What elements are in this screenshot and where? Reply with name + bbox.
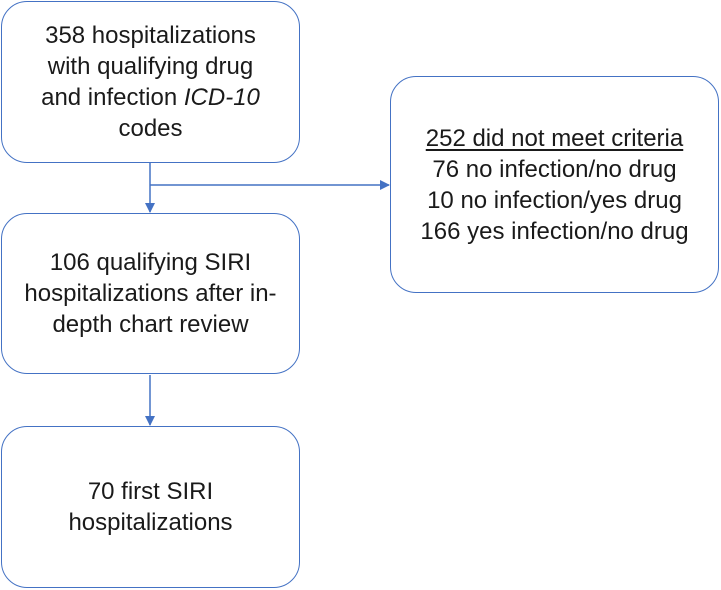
- box-qualifying-siri: 106 qualifying SIRI hospitalizations aft…: [1, 213, 300, 374]
- box2-line3: depth chart review: [52, 311, 249, 338]
- box3-line1: 70 first SIRI: [87, 478, 214, 505]
- excluded-heading: 252 did not meet criteria: [425, 124, 684, 152]
- box1-line3-prefix: and infection: [41, 84, 184, 111]
- excluded-item-no-infection-no-drug: 76 no infection/no drug: [432, 155, 677, 183]
- excluded-item-yes-infection-no-drug: 166 yes infection/no drug: [420, 217, 689, 245]
- box-first-siri: 70 first SIRI hospitalizations: [1, 426, 300, 588]
- box2-line1: 106 qualifying SIRI: [49, 249, 252, 276]
- box-initial-hospitalizations: 358 hospitalizations with qualifying dru…: [1, 1, 300, 163]
- box1-line3-italic: ICD-10: [183, 84, 260, 111]
- box-excluded: 252 did not meet criteria 76 no infectio…: [390, 76, 719, 293]
- excluded-item-no-infection-yes-drug: 10 no infection/yes drug: [427, 186, 682, 214]
- box2-line2: hospitalizations after in-: [24, 280, 277, 307]
- box1-line2: with qualifying drug: [47, 53, 254, 80]
- box3-line2: hospitalizations: [68, 509, 233, 536]
- box1-line3: and infection ICD-10: [41, 82, 260, 113]
- box1-line1: 358 hospitalizations: [45, 22, 256, 49]
- box1-line4: codes: [118, 115, 183, 142]
